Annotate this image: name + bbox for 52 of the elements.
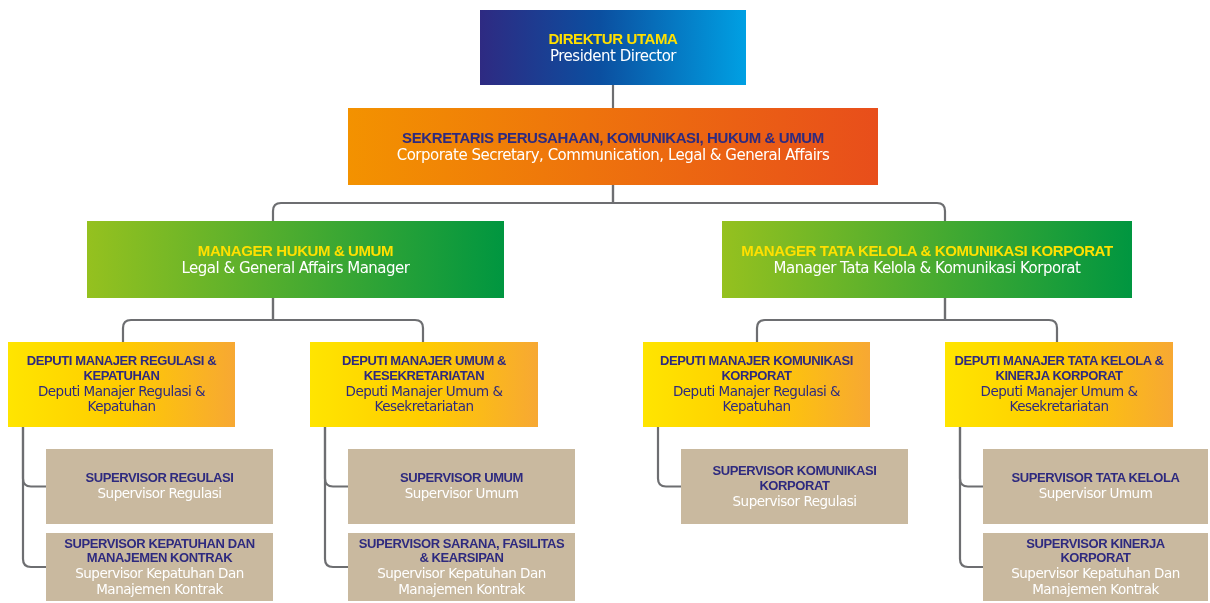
connector-line xyxy=(323,427,348,569)
org-box xyxy=(46,449,273,524)
org-box xyxy=(348,449,575,524)
connector-line xyxy=(21,427,46,569)
position-subtitle: Supervisor Umum xyxy=(404,486,519,502)
position-title: DEPUTI MANAJER KOMUNIKASI KORPORAT xyxy=(659,354,854,384)
position-title: SUPERVISOR KEPATUHAN DAN MANAJEMEN KONTRAK xyxy=(63,536,256,567)
position-subtitle: Supervisor Kepatuhan Dan Manajemen Kontrak xyxy=(1010,566,1181,598)
position-title: MANAGER TATA KELOLA & KOMUNIKASI KORPORAT xyxy=(741,242,1113,260)
position-subtitle: Supervisor Umum xyxy=(1038,486,1153,502)
position-subtitle: Deputi Manajer Regulasi & Kepatuhan xyxy=(671,383,842,415)
position-subtitle: Deputi Manajer Umum & Kesekretariatan xyxy=(979,383,1139,415)
org-box xyxy=(983,533,1208,601)
position-subtitle: Deputi Manajer Regulasi & Kepatuhan xyxy=(36,383,207,415)
org-box xyxy=(46,533,273,601)
position-title: SUPERVISOR KOMUNIKASI KORPORAT xyxy=(711,463,878,494)
position-title: DEPUTI MANAJER TATA KELOLA & KINERJA KORPORAT xyxy=(953,354,1165,384)
org-box xyxy=(681,449,908,524)
position-title: MANAGER HUKUM & UMUM xyxy=(197,242,394,260)
position-subtitle: President Director xyxy=(550,47,676,65)
org-box xyxy=(310,342,538,427)
org-box xyxy=(983,449,1208,524)
org-box xyxy=(945,342,1173,427)
position-subtitle: Supervisor Regulasi xyxy=(732,493,857,510)
position-subtitle: Supervisor Kepatuhan Dan Manajemen Kontrak xyxy=(376,566,547,598)
position-title: DEPUTI MANAJER REGULASI & KEPATUHAN xyxy=(25,354,218,384)
position-title: SEKRETARIS PERUSAHAAN, KOMUNIKASI, HUKUM & UMUM xyxy=(402,129,824,147)
position-title: SUPERVISOR SARANA, FASILITAS & KEARSIPAN xyxy=(357,536,566,567)
org-box xyxy=(722,221,1132,298)
position-title: SUPERVISOR REGULASI xyxy=(85,471,234,487)
org-box xyxy=(348,108,878,185)
connector-line xyxy=(943,298,1059,342)
position-subtitle: Supervisor Regulasi xyxy=(97,486,222,502)
position-title: SUPERVISOR TATA KELOLA xyxy=(1011,471,1180,487)
position-title: SUPERVISOR KINERJA KORPORAT xyxy=(1025,536,1166,567)
position-subtitle: Legal & General Affairs Manager xyxy=(181,259,410,277)
position-subtitle: Deputi Manajer Umum & Kesekretariatan xyxy=(344,383,504,415)
connector-line xyxy=(958,427,983,569)
position-title: SUPERVISOR UMUM xyxy=(399,471,524,487)
connector-line xyxy=(611,85,615,108)
position-title: DIREKTUR UTAMA xyxy=(548,30,678,48)
org-box xyxy=(87,221,504,298)
org-box xyxy=(643,342,870,427)
org-box xyxy=(348,533,575,601)
connector-line xyxy=(656,427,681,488)
org-box xyxy=(480,10,746,85)
position-title: DEPUTI MANAJER UMUM & KESEKRETARIATAN xyxy=(340,354,508,384)
connector-line xyxy=(271,298,425,342)
org-box xyxy=(8,342,235,427)
position-subtitle: Corporate Secretary, Communication, Legal & General Affairs xyxy=(396,146,830,164)
position-subtitle: Supervisor Kepatuhan Dan Manajemen Kontrak xyxy=(74,566,245,598)
position-subtitle: Manager Tata Kelola & Komunikasi Korporat xyxy=(773,259,1081,277)
